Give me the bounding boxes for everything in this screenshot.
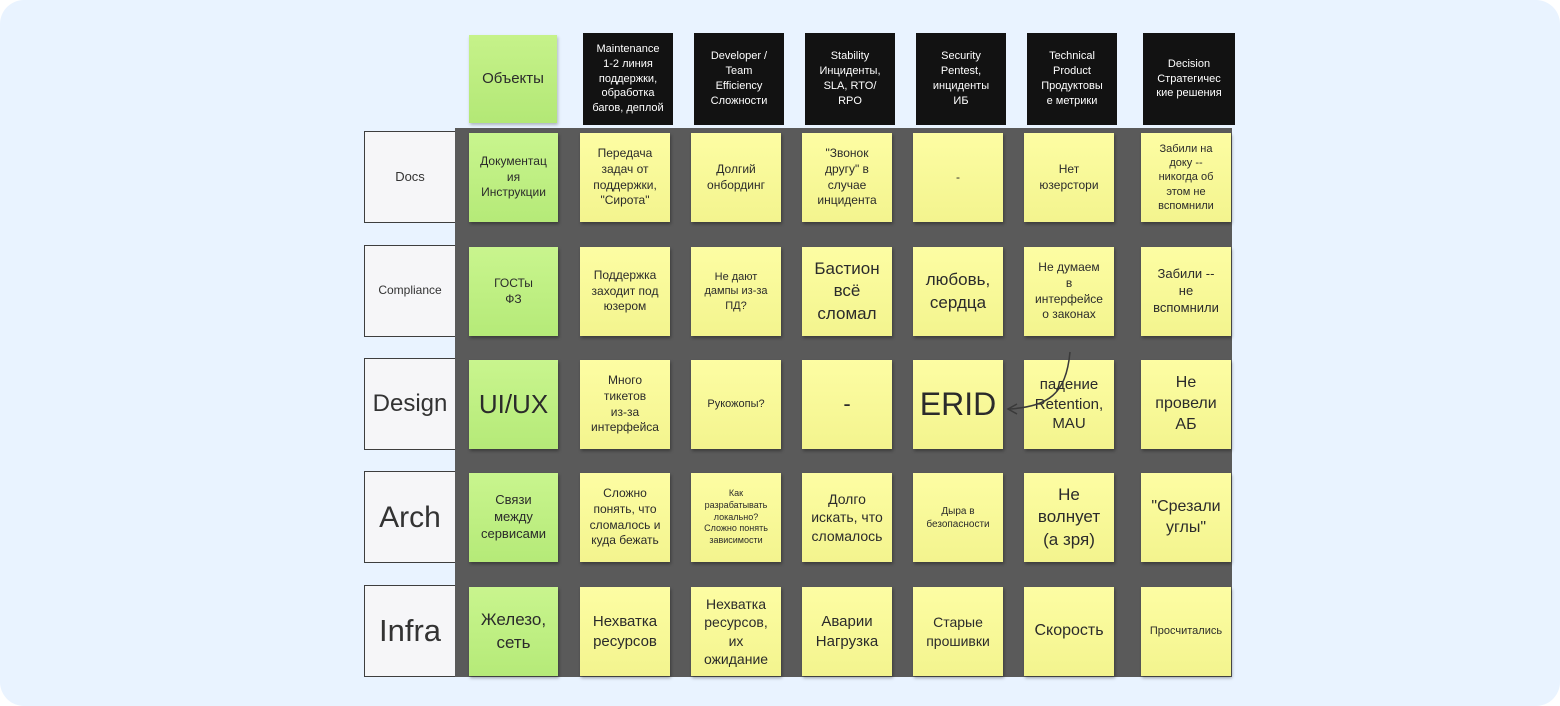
column-header-1: Maintenance 1-2 линия поддержки, обработ…	[583, 33, 673, 125]
sticky-note-design-5[interactable]: падение Retention, MAU	[1024, 360, 1114, 449]
sticky-note-design-2[interactable]: Рукожопы?	[691, 360, 781, 449]
sticky-note-compliance-4[interactable]: любовь, сердца	[913, 247, 1003, 336]
row-label-design: Design	[364, 358, 455, 450]
sticky-note-arch-3[interactable]: Долго искать, что сломалось	[802, 473, 892, 562]
sticky-note-design-4[interactable]: ERID	[913, 360, 1003, 449]
sticky-note-compliance-5[interactable]: Не думаем в интерфейсе о законах	[1024, 247, 1114, 336]
sticky-note-design-6[interactable]: Не провели АБ	[1141, 360, 1231, 449]
object-note-arch[interactable]: Связи между сервисами	[469, 473, 558, 562]
sticky-note-arch-2[interactable]: Как разрабатывать локально? Сложно понят…	[691, 473, 781, 562]
sticky-note-docs-2[interactable]: Долгий онбординг	[691, 133, 781, 222]
column-header-2: Developer / Team Efficiency Сложности	[694, 33, 784, 125]
column-header-5: Technical Product Продуктовы е метрики	[1027, 33, 1117, 125]
column-header-6: Decision Стратегичес кие решения	[1143, 33, 1235, 125]
sticky-note-design-3[interactable]: -	[802, 360, 892, 449]
column-header-4: Security Pentest, инциденты ИБ	[916, 33, 1006, 125]
sticky-note-docs-3[interactable]: "Звонок другу" в случае инцидента	[802, 133, 892, 222]
sticky-note-compliance-6[interactable]: Забили -- не вспомнили	[1141, 247, 1231, 336]
sticky-note-compliance-2[interactable]: Не дают дампы из-за ПД?	[691, 247, 781, 336]
row-label-compliance: Compliance	[364, 245, 455, 337]
sticky-note-docs-6[interactable]: Забили на доку -- никогда об этом не всп…	[1141, 133, 1231, 222]
sticky-note-docs-5[interactable]: Нет юзерстори	[1024, 133, 1114, 222]
row-label-docs: Docs	[364, 131, 455, 223]
sticky-note-design-1[interactable]: Много тикетов из-за интерфейса	[580, 360, 670, 449]
sticky-note-arch-5[interactable]: Не волнует (а зря)	[1024, 473, 1114, 562]
sticky-note-compliance-1[interactable]: Поддержка заходит под юзером	[580, 247, 670, 336]
sticky-note-infra-3[interactable]: Аварии Нагрузка	[802, 587, 892, 676]
corner-objects-label: Объекты	[469, 35, 557, 123]
sticky-note-infra-1[interactable]: Нехватка ресурсов	[580, 587, 670, 676]
sticky-note-arch-1[interactable]: Сложно понять, что сломалось и куда бежа…	[580, 473, 670, 562]
row-label-infra: Infra	[364, 585, 455, 677]
object-note-docs[interactable]: Документац ия Инструкции	[469, 133, 558, 222]
sticky-note-infra-6[interactable]: Просчитались	[1141, 587, 1231, 676]
sticky-note-docs-1[interactable]: Передача задач от поддержки, "Сирота"	[580, 133, 670, 222]
sticky-note-infra-2[interactable]: Нехватка ресурсов, их ожидание	[691, 587, 781, 676]
object-note-compliance[interactable]: ГОСТы ФЗ	[469, 247, 558, 336]
sticky-note-infra-4[interactable]: Старые прошивки	[913, 587, 1003, 676]
object-note-infra[interactable]: Железо, сеть	[469, 587, 558, 676]
object-note-design[interactable]: UI/UX	[469, 360, 558, 449]
row-label-arch: Arch	[364, 471, 455, 563]
sticky-note-infra-5[interactable]: Скорость	[1024, 587, 1114, 676]
sticky-note-arch-6[interactable]: "Срезали углы"	[1141, 473, 1231, 562]
sticky-note-docs-4[interactable]: -	[913, 133, 1003, 222]
sticky-note-compliance-3[interactable]: Бастион всё сломал	[802, 247, 892, 336]
column-header-3: Stability Инциденты, SLA, RTO/ RPO	[805, 33, 895, 125]
sticky-note-arch-4[interactable]: Дыра в безопасности	[913, 473, 1003, 562]
